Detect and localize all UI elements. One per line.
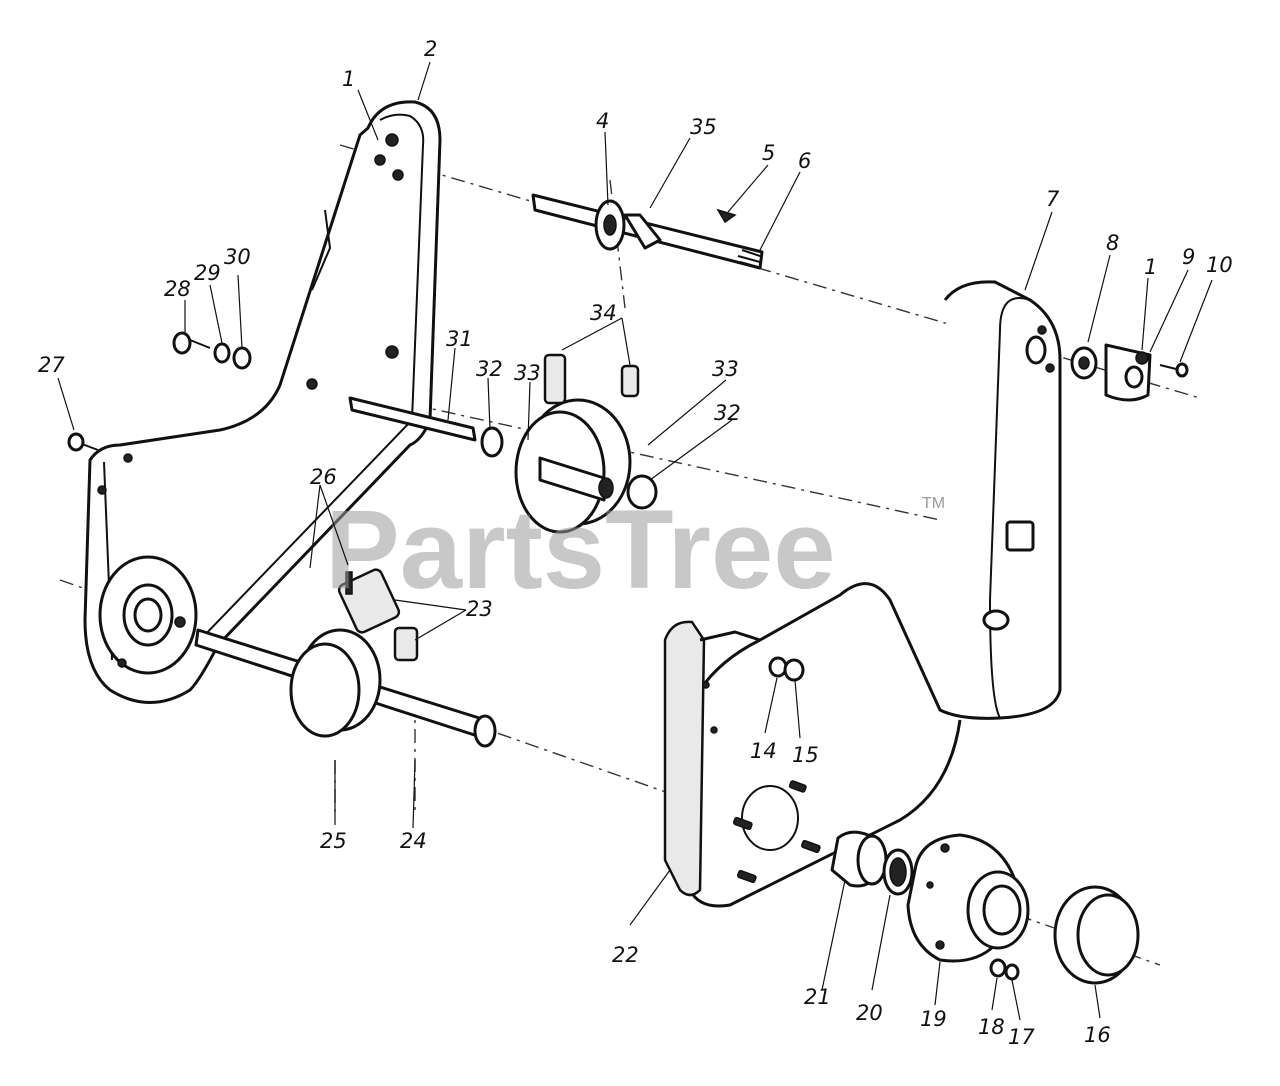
callout-2: 2	[424, 37, 437, 61]
upper-sprocket	[594, 199, 626, 251]
callout-28: 28	[164, 277, 191, 301]
callout-21: 21	[804, 985, 831, 1009]
right-chain-case	[663, 280, 1062, 908]
callout-26: 26	[310, 465, 337, 489]
callout-9: 9	[1182, 245, 1195, 269]
left-chain-case	[83, 100, 442, 704]
callout-20: 20	[856, 1001, 883, 1025]
callout-31: 31	[446, 327, 473, 351]
callout-18: 18	[978, 1015, 1005, 1039]
callout-leaders	[57, 61, 1213, 1021]
callout-6: 6	[798, 149, 811, 173]
bearing-housing-group	[830, 830, 1140, 985]
callout-22: 22	[612, 943, 639, 967]
callout-32-left: 32	[476, 357, 503, 381]
watermark-trademark: TM	[922, 495, 945, 512]
middle-shaft	[306, 378, 658, 534]
callout-17: 17	[1008, 1025, 1035, 1049]
callout-5: 5	[762, 141, 775, 165]
callout-25: 25	[320, 829, 347, 853]
callout-labels: 1 2 4 35 5 6 7 8 1 9 10 28 29 30 27 31 3…	[38, 37, 1233, 1049]
callout-27: 27	[38, 353, 65, 377]
callout-23: 23	[466, 597, 493, 621]
callout-32-right: 32	[714, 401, 741, 425]
large-sprocket	[514, 398, 632, 534]
callout-33-right: 33	[712, 357, 739, 381]
callout-30: 30	[224, 245, 251, 269]
callout-4: 4	[596, 109, 609, 133]
callout-24: 24	[400, 829, 427, 853]
callout-35: 35	[690, 115, 717, 139]
callout-7: 7	[1046, 187, 1060, 211]
upper-shaft	[531, 193, 764, 270]
callout-14: 14	[750, 739, 777, 763]
watermark: PartsTree TM	[325, 487, 945, 612]
drive-chains	[337, 353, 640, 662]
callout-29: 29	[194, 261, 221, 285]
dust-cap	[1053, 885, 1140, 985]
watermark-text: PartsTree	[325, 487, 836, 612]
callout-10: 10	[1206, 253, 1233, 277]
callout-34: 34	[590, 301, 617, 325]
callout-33-left: 33	[514, 361, 541, 385]
left-hardware	[67, 331, 252, 452]
callout-1-upper-right: 1	[1144, 255, 1157, 279]
right-hardware	[732, 343, 1189, 884]
callout-19: 19	[920, 1007, 947, 1031]
bearing-housing	[906, 833, 1030, 963]
callout-8: 8	[1106, 231, 1119, 255]
callout-1-upper-left: 1	[342, 67, 355, 91]
lower-shaft	[194, 571, 497, 748]
callout-16: 16	[1084, 1023, 1111, 1047]
lower-sprocket	[289, 628, 382, 738]
callout-15: 15	[792, 743, 819, 767]
